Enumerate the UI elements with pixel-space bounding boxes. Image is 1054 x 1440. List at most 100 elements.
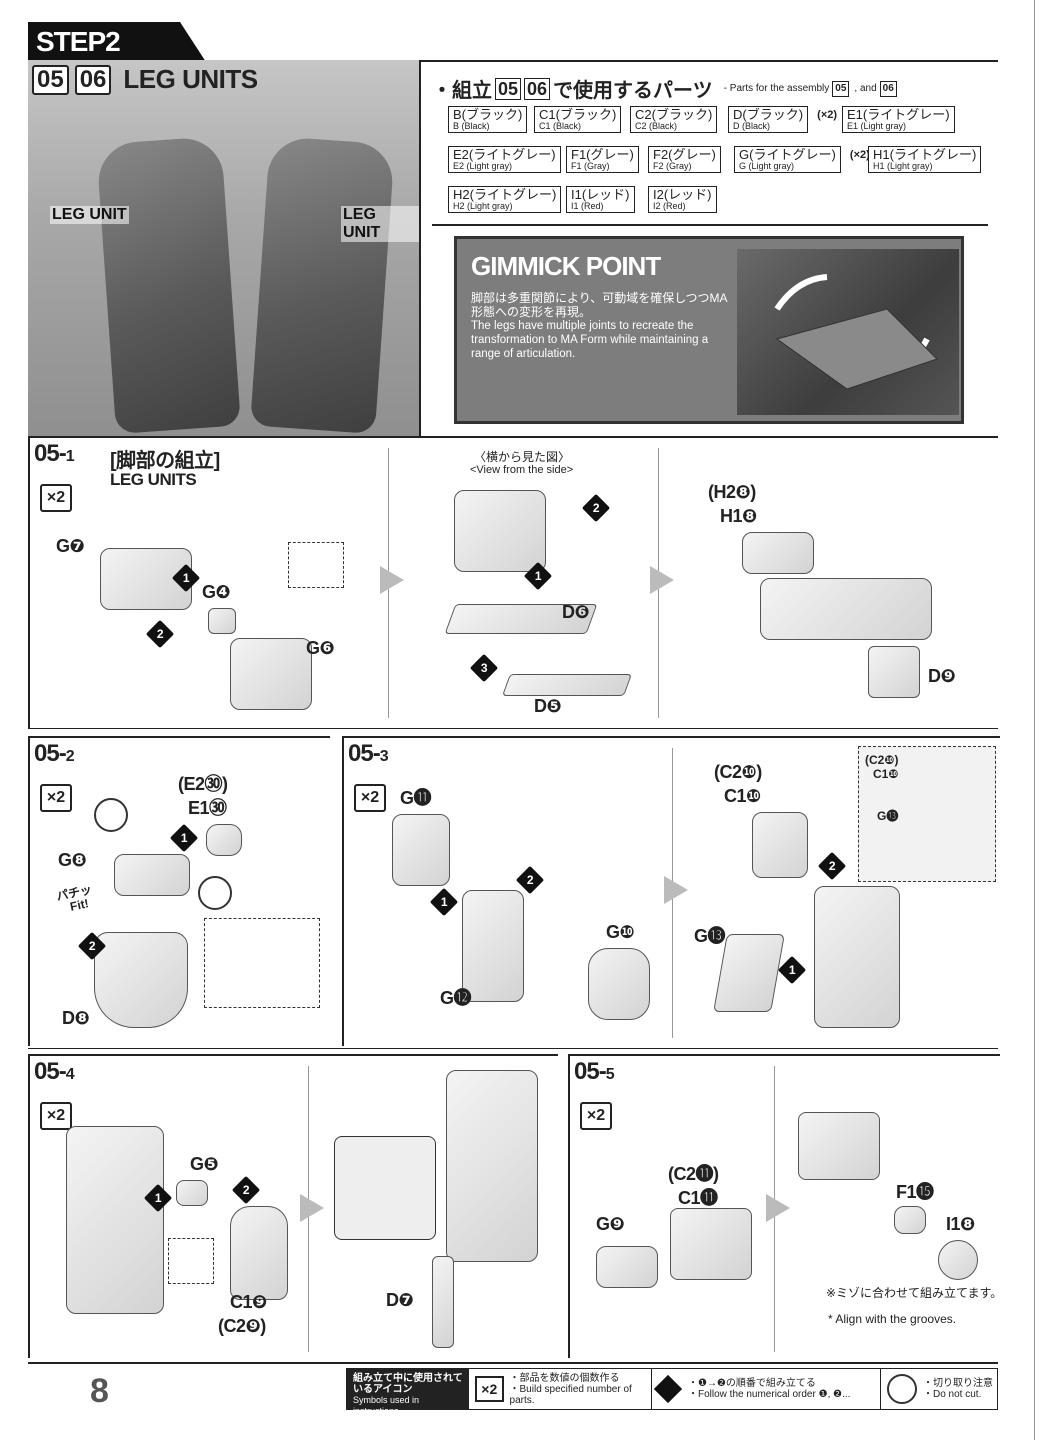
next-arrow-icon <box>300 1194 324 1222</box>
step-banner: STEP2 <box>28 22 206 62</box>
part-g10 <box>588 948 650 1020</box>
detail-inset <box>168 1238 214 1284</box>
order-2-icon: 2 <box>145 619 175 649</box>
part-g12 <box>462 890 524 1002</box>
order-2-icon: 2 <box>515 865 545 895</box>
part-g11 <box>392 814 450 886</box>
x2-icon: ×2 <box>40 1102 72 1130</box>
part-label: C1❾ <box>230 1292 267 1312</box>
part-label: H1❽ <box>720 506 757 526</box>
part-g4 <box>208 608 236 634</box>
part-leg-assembly <box>760 578 932 640</box>
part-label: G❹ <box>202 582 231 602</box>
parts-heading-subtitle: - Parts for the assembly <box>723 83 830 94</box>
gimmick-text-jp: 脚部は多重関節により、可動域を確保しつつMA形態への変形を再現。 <box>471 291 728 319</box>
part-label: G⓭ <box>694 926 726 946</box>
parts-list-heading: ・組立 05 06 で使用するパーツ - Parts for the assem… <box>432 74 897 103</box>
part-label: I1❽ <box>946 1214 975 1234</box>
order-1-icon: 1 <box>169 823 199 853</box>
part-label: G❿ <box>606 922 635 942</box>
align-note-jp: ※ミゾに合わせて組み立てます。 <box>826 1286 1003 1300</box>
part-c1-9 <box>230 1206 288 1300</box>
footer-divider <box>28 1362 998 1364</box>
gimmick-text-en: The legs have multiple joints to recreat… <box>471 320 709 360</box>
step-05-3: 05-3 ×2 G⓫ G❿ G⓬ 1 2 (C2❿) C1❿ G⓭ 2 1 (C… <box>342 736 1000 1046</box>
view-side-jp: 〈横から見た図〉 <box>474 450 571 464</box>
do-not-cut-icon <box>198 876 232 910</box>
align-note-en: * Align with the grooves. <box>828 1312 957 1326</box>
parts-heading-suffix: で使用するパーツ <box>553 80 713 102</box>
part-chip: C1(ブラック)C1 (Black) <box>534 106 622 133</box>
x2-icon: ×2 <box>40 484 72 512</box>
x2-icon: ×2 <box>40 784 72 812</box>
photo-label-right: LEG UNIT <box>341 206 419 242</box>
order-3-icon: 3 <box>469 653 499 683</box>
part-label: G⓬ <box>440 988 472 1008</box>
do-not-cut-icon <box>94 798 128 832</box>
part-leg-upper <box>454 490 546 572</box>
order-2-icon: 2 <box>231 1175 261 1205</box>
adjacent-page-edge <box>1034 0 1054 1440</box>
order-1-icon: 1 <box>429 887 459 917</box>
part-chip: B(ブラック)B (Black) <box>448 106 528 133</box>
order-icon <box>653 1374 683 1404</box>
part-c1-10 <box>752 812 808 878</box>
part-label: D❽ <box>62 1008 90 1028</box>
legend-order: ・❶→❷の順番で組み立てる ・Follow the numerical orde… <box>652 1369 881 1409</box>
legend-cut: ・切り取り注意 ・Do not cut. <box>881 1369 993 1409</box>
part-label: C1⓫ <box>678 1188 718 1208</box>
detail-inset: (C2❿) C1❿ G⓭ <box>858 746 996 882</box>
leg-units-photo: LEG UNIT LEG UNIT <box>28 60 421 436</box>
part-c1-11 <box>670 1208 752 1280</box>
part-label: G❽ <box>58 850 87 870</box>
left-leg-image <box>96 135 241 435</box>
step-05-4-label: 05-4 <box>34 1058 75 1085</box>
parts-heading-prefix: ・組立 <box>432 80 492 102</box>
part-label: D❻ <box>562 602 590 622</box>
part-label: G❻ <box>306 638 335 658</box>
part-i1 <box>938 1240 978 1280</box>
part-f1 <box>894 1206 926 1234</box>
part-g8 <box>114 854 190 896</box>
photo-label-left: LEG UNIT <box>50 206 129 224</box>
part-label: G❾ <box>596 1214 625 1234</box>
header-divider <box>28 60 998 62</box>
part-chip: G(ライトグレー)G (Light gray)(×2) <box>734 146 870 173</box>
part-label: G❼ <box>56 536 85 556</box>
detail-inset <box>204 918 320 1008</box>
step-05-3-label: 05-3 <box>348 740 389 767</box>
next-arrow-icon <box>664 876 688 904</box>
part-chip: E2(ライトグレー)E2 (Light gray) <box>448 146 561 173</box>
part-chip: C2(ブラック)C2 (Black) <box>630 106 718 133</box>
title-num-2: 06 <box>74 64 112 95</box>
title-num-1: 05 <box>32 64 69 95</box>
part-leg-lower <box>66 1126 164 1314</box>
parts-sub-and: , and <box>854 83 877 94</box>
part-label: D❼ <box>386 1290 414 1310</box>
part-label: (E2㉚) <box>178 774 228 794</box>
part-label: G⓭ <box>877 809 899 823</box>
parts-divider <box>432 224 988 226</box>
part-label: C1❿ <box>724 786 761 806</box>
icon-legend: 組み立て中に使用されているアイコン Symbols used in instru… <box>346 1368 998 1416</box>
part-shin-armor <box>798 1112 880 1180</box>
part-chip: F2(グレー)F2 (Gray) <box>648 146 721 173</box>
part-e1 <box>206 824 242 856</box>
legend-x2: ×2 ・部品を数値の個数作る ・Build specified number o… <box>469 1369 652 1409</box>
step-05-5: 05-5 ×2 (C2⓫) C1⓫ G❾ F1⓯ I1❽ ※ミゾに合わせて組み立… <box>568 1054 1003 1358</box>
detail-inset <box>334 1136 436 1240</box>
gimmick-point-panel: GIMMICK POINT 脚部は多重関節により、可動域を確保しつつMA形態への… <box>454 236 964 424</box>
step-05-1-title-jp: [脚部の組立] <box>110 450 220 472</box>
section-divider <box>28 728 998 729</box>
x2-icon: ×2 <box>475 1376 504 1402</box>
part-chip: F1(グレー)F1 (Gray) <box>566 146 639 173</box>
part-chip: H2(ライトグレー)H2 (Light gray) <box>448 186 562 213</box>
part-leg-full <box>446 1070 538 1262</box>
next-arrow-icon <box>650 566 674 594</box>
x2-icon: ×2 <box>580 1102 612 1130</box>
part-label: G❺ <box>190 1154 219 1174</box>
part-leg-knee <box>814 886 900 1028</box>
part-label: (C2⓫) <box>668 1164 719 1184</box>
part-label: (H2❽) <box>708 482 756 502</box>
part-chip: D(ブラック)D (Black)(×2) <box>728 106 837 133</box>
